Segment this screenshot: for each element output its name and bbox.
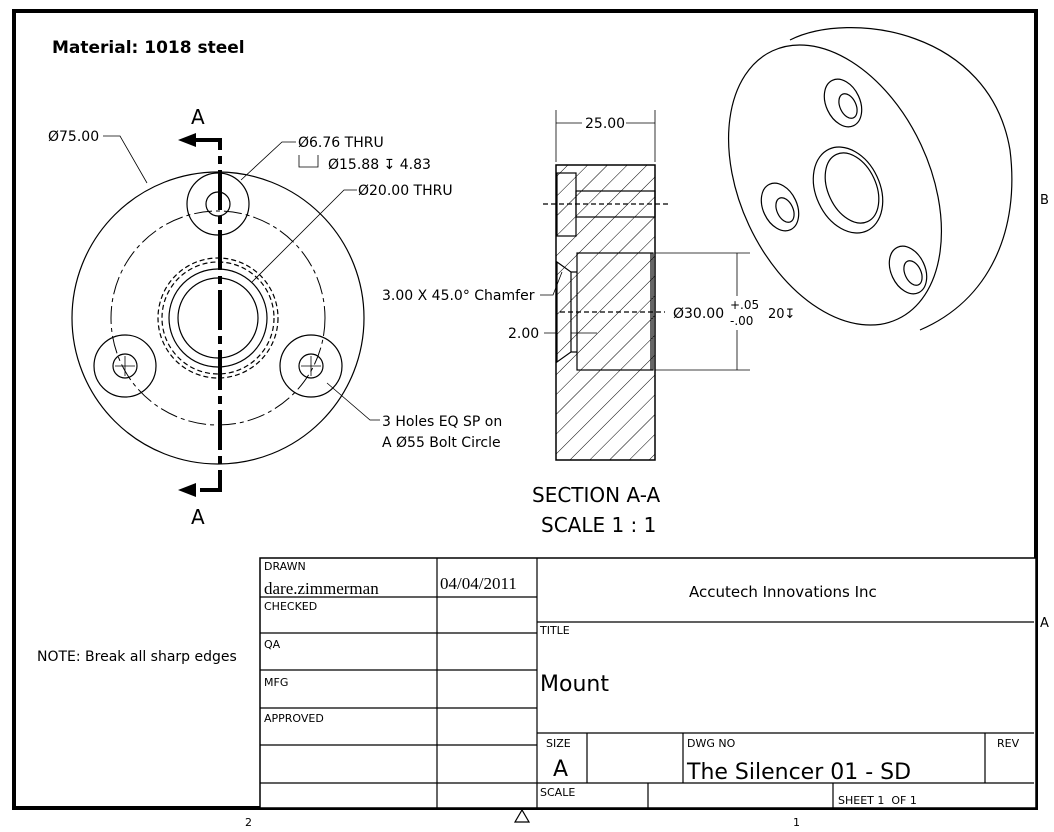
- zone-label: 1: [793, 816, 800, 829]
- drawn-date: 04/04/2011: [440, 574, 517, 593]
- bolt-hole: [93, 334, 157, 398]
- bolt-hole: [279, 334, 343, 398]
- section-title: SECTION A-A: [532, 483, 660, 507]
- leader: [251, 189, 357, 283]
- drawn-label: DRAWN: [264, 560, 306, 573]
- title-label: TITLE: [539, 624, 570, 637]
- material-note: Material: 1018 steel: [52, 38, 245, 58]
- approved-label: APPROVED: [264, 712, 324, 725]
- zone-label: 2: [245, 816, 252, 829]
- leader: [103, 135, 148, 184]
- centering-mark: [513, 808, 531, 823]
- mfg-label: MFG: [264, 676, 288, 689]
- dim-counterbore: Ø15.88 ↧ 4.83: [328, 157, 431, 173]
- general-note: NOTE: Break all sharp edges: [37, 649, 237, 665]
- section-arrow: [178, 133, 196, 497]
- rev-label: REV: [997, 737, 1020, 750]
- holes-note: A Ø55 Bolt Circle: [382, 435, 501, 451]
- dim-depth: 20↧: [768, 307, 795, 322]
- section-label: A: [191, 505, 205, 529]
- sheet-size: A: [553, 757, 568, 782]
- size-label: SIZE: [546, 737, 571, 750]
- section-cut-line: [190, 138, 222, 492]
- dim-chamfer: 3.00 X 45.0° Chamfer: [382, 288, 535, 304]
- isometric-view: [727, 27, 1013, 331]
- dim-outer-diameter: Ø75.00: [48, 129, 99, 145]
- sheet-number: SHEET 1 OF 1: [838, 794, 917, 807]
- dim-counterbore-diameter: Ø30.00: [673, 306, 724, 322]
- scale-label: SCALE: [540, 786, 575, 799]
- section-scale: SCALE 1 : 1: [541, 513, 656, 537]
- counterbore-symbol: [298, 155, 319, 168]
- drawn-by: dare.zimmerman: [264, 579, 379, 598]
- qa-label: QA: [264, 638, 281, 651]
- dim-bore: Ø20.00 THRU: [358, 183, 453, 199]
- company-name: Accutech Innovations Inc: [689, 583, 877, 601]
- drawing-title: Mount: [540, 672, 609, 697]
- dim-width: 25.00: [585, 116, 625, 132]
- tolerance-minus: -.00: [730, 314, 753, 328]
- leader: [240, 141, 296, 181]
- leader: [326, 382, 380, 421]
- checked-label: CHECKED: [264, 600, 317, 613]
- dwg-no-label: DWG NO: [687, 737, 736, 750]
- zone-label: A: [1040, 616, 1049, 631]
- dim-hole: Ø6.76 THRU: [298, 135, 384, 151]
- dwg-no: The Silencer 01 - SD: [686, 760, 911, 785]
- zone-label: B: [1040, 193, 1049, 208]
- section-view: 25.00 3.00 X 45.0° Chamfer 2.00 Ø30.00 +…: [382, 110, 795, 537]
- holes-note: 3 Holes EQ SP on: [382, 414, 502, 430]
- dim-step: 2.00: [508, 326, 539, 342]
- title-block: DRAWN dare.zimmerman 04/04/2011 CHECKED …: [259, 557, 1037, 809]
- front-view: A A Ø75.00 Ø6.76 THRU Ø15.88 ↧ 4.83 Ø20.…: [48, 105, 502, 529]
- section-label: A: [191, 105, 205, 129]
- tolerance-plus: +.05: [730, 298, 759, 312]
